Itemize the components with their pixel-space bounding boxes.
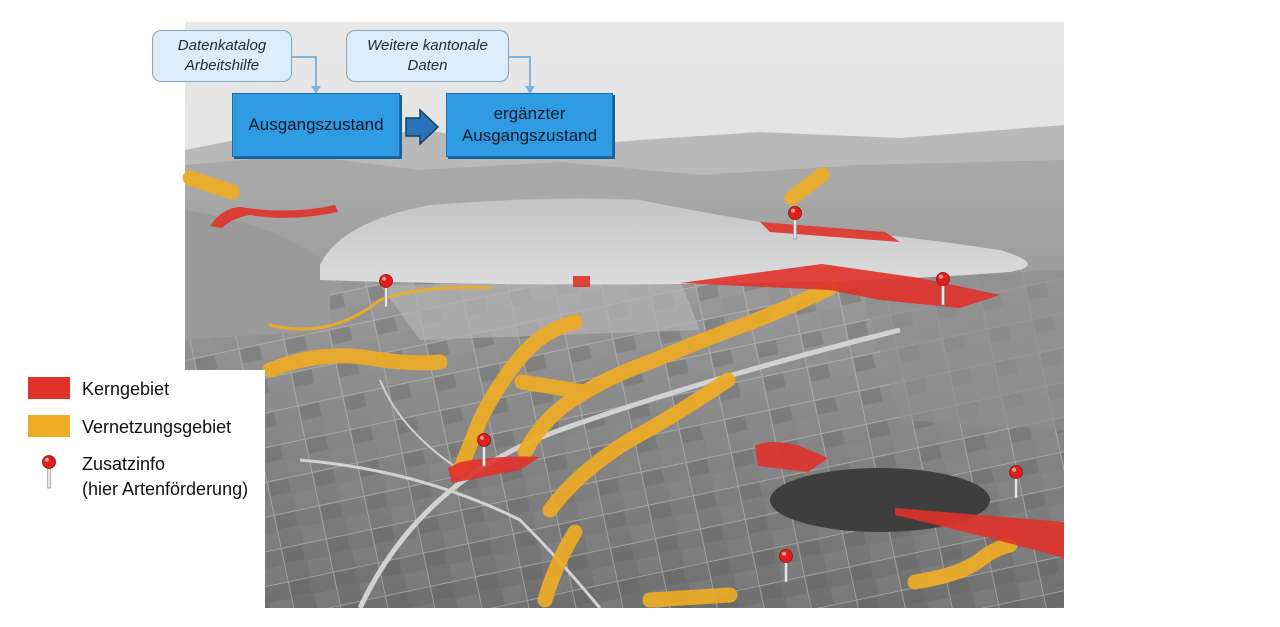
note-datenkatalog-line2: Arbeitshilfe [184,57,260,74]
core-area [895,508,1064,558]
core-areas [210,205,1064,558]
step-ergaenzter-line2: Ausgangszustand [461,126,598,145]
map-pin-icon [936,272,950,306]
step-ergaenzter-line1: ergänzter [493,104,566,123]
legend-item-zusatzinfo: Zusatzinfo (hier Artenförderung) [28,452,248,502]
connector-line [509,56,531,93]
core-area [573,276,590,287]
note-datenkatalog-line1: Datenkatalog [177,37,267,54]
legend-label-vernetzungsgebiet: Vernetzungsgebiet [82,417,232,437]
corridor-area [517,280,838,460]
note-datenkatalog: Datenkatalog Arbeitshilfe [152,30,292,82]
core-area [448,456,540,483]
process-arrow-icon [405,108,440,146]
map-pin-icon [477,433,491,467]
map-pin-icon [379,274,393,308]
corridor-area [907,537,1018,590]
legend: Kerngebiet Vernetzungsgebiet Zusatzinfo … [0,370,265,610]
corridor-area [542,372,736,518]
map-pin-icon [42,455,56,489]
note-kantonale-daten: Weitere kantonale Daten [346,30,509,82]
flow-arrowheads [311,86,535,94]
step-ausgangszustand: Ausgangszustand [232,93,400,157]
connector-line [292,56,317,93]
aerial-photo [185,22,1064,608]
map-pin-icon [779,549,793,583]
flow-connectors [292,56,531,93]
map-pin-icon [788,206,802,240]
corridor-area [537,524,583,608]
legend-label-kerngebiet: Kerngebiet [82,379,170,399]
note-kantonale-daten-line2: Daten [407,57,448,74]
step-ergaenzter-ausgangszustand: ergänzter Ausgangszustand [446,93,613,157]
note-kantonale-daten-line1: Weitere kantonale [367,37,488,54]
connector-arrowhead [311,86,321,94]
core-area [755,442,828,472]
pins [379,206,1023,583]
legend-swatch-vernetzungsgebiet [28,415,70,437]
legend-item-kerngebiet: Kerngebiet [28,377,169,402]
corridor-area [182,170,240,200]
connector-arrowhead [525,86,535,94]
corridor-area [268,286,492,331]
corridor-area [262,348,448,378]
corridor-area [784,167,830,206]
legend-swatch-kerngebiet [28,377,70,399]
legend-label-artenfoerderung: (hier Artenförderung) [82,479,249,499]
step-ausgangszustand-label: Ausgangszustand [248,115,384,134]
map-pin-icon [1009,465,1023,499]
corridor-area [642,587,738,608]
corridor-areas [182,167,1018,608]
core-area [210,205,338,228]
core-area [680,264,1000,308]
legend-item-vernetzungsgebiet: Vernetzungsgebiet [28,415,231,440]
corridor-area [514,374,593,400]
legend-label-zusatzinfo: Zusatzinfo [82,454,166,474]
corridor-area [452,314,583,478]
